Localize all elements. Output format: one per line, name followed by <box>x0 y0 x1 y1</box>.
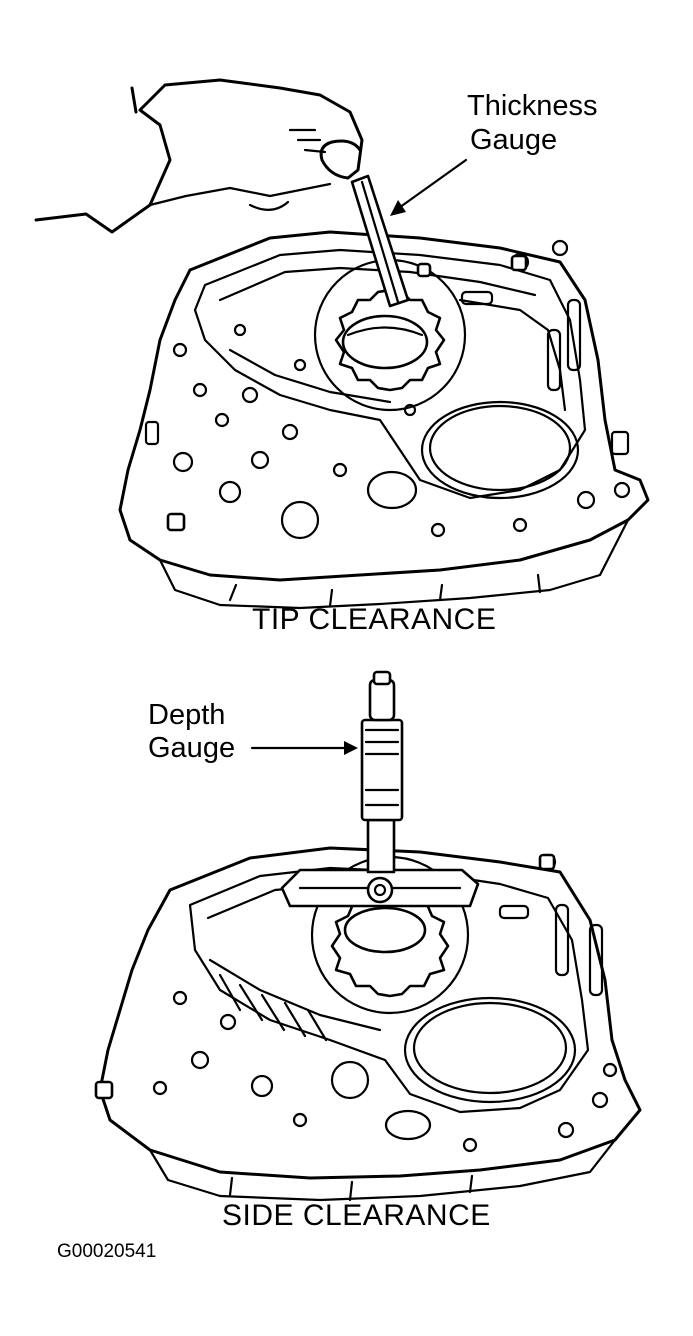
depth-gauge-arrowhead <box>344 741 358 755</box>
depth-gauge-callout-line1: Depth <box>148 699 226 731</box>
inner-gear-bore <box>341 314 429 370</box>
depth-gauge-lock-screw <box>366 876 394 904</box>
depth-gauge-spindle <box>366 818 396 874</box>
pump-body-outline-2 <box>98 846 642 1180</box>
depth-gauge-callout-line2: Gauge <box>148 732 236 764</box>
thickness-gauge-arrow-line <box>394 158 468 212</box>
tip-clearance-illustration <box>34 78 650 610</box>
figure-id: G00020541 <box>57 1241 157 1262</box>
hatched-channel <box>218 973 328 1042</box>
oil-ports <box>172 239 631 540</box>
depth-gauge-ratchet <box>368 678 396 722</box>
pump-body-outline <box>118 230 650 582</box>
large-bore <box>420 400 580 500</box>
depth-gauge-knurl <box>364 728 400 807</box>
thickness-gauge-callout-line2: Gauge <box>470 124 558 156</box>
side-clearance-illustration <box>94 670 642 1202</box>
dowel-pins <box>166 254 528 532</box>
tip-clearance-caption: TIP CLEARANCE <box>252 603 497 636</box>
hand <box>34 78 364 234</box>
side-clearance-caption: SIDE CLEARANCE <box>222 1199 491 1232</box>
thickness-gauge-arrowhead <box>390 200 406 216</box>
thickness-gauge-callout-line1: Thickness <box>467 90 598 122</box>
gasket-channel <box>193 248 587 500</box>
